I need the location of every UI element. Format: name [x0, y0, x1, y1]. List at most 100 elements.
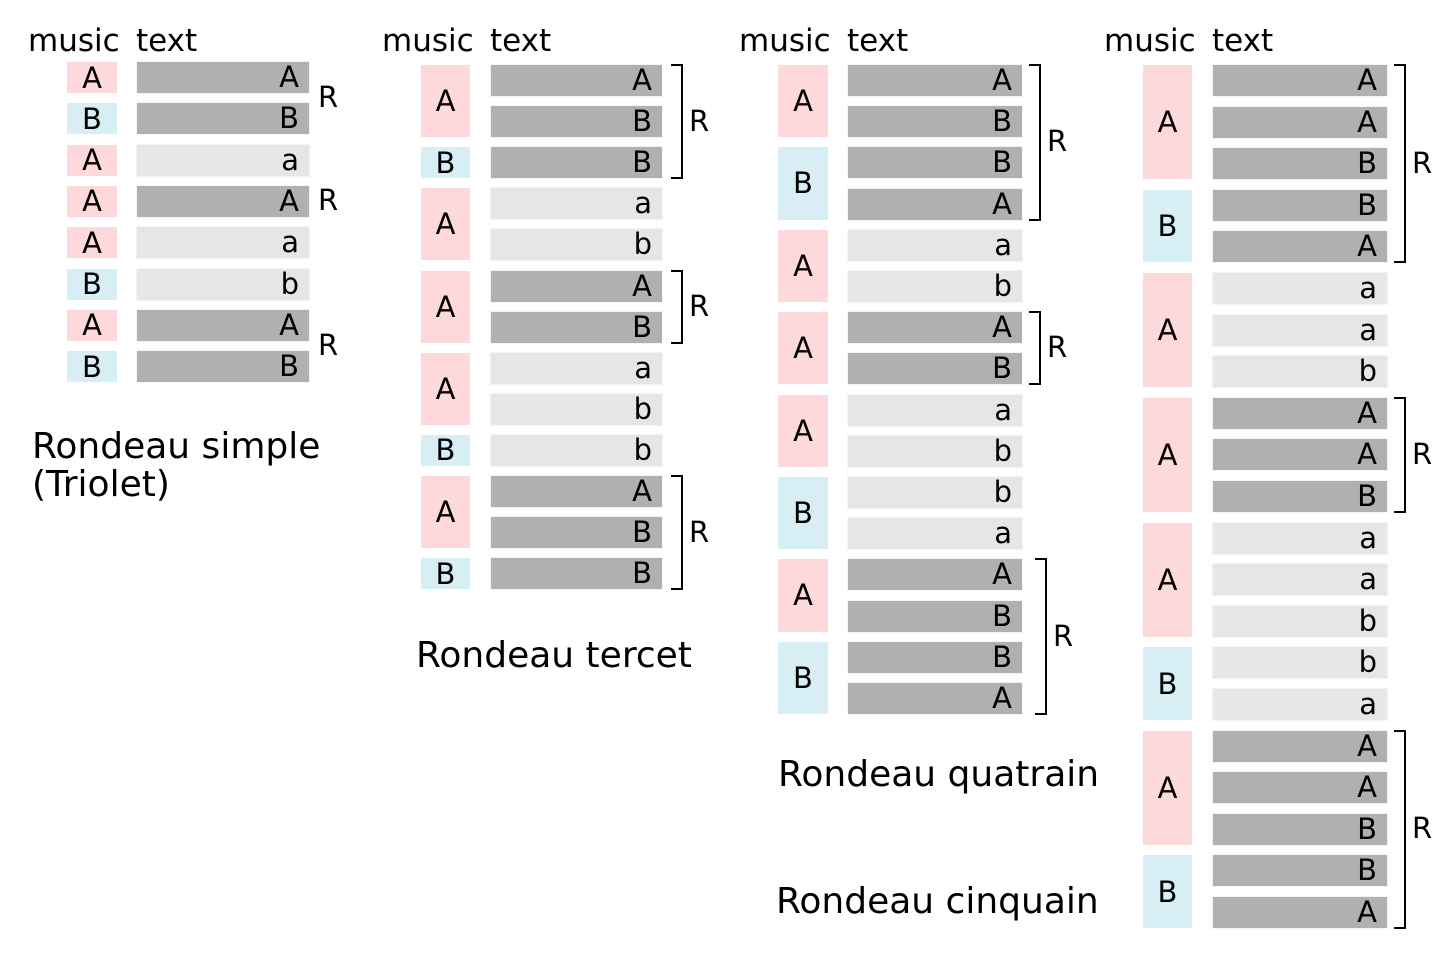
verse-line: a: [1212, 563, 1388, 597]
refrain-line: A: [847, 187, 1023, 221]
music-section-b: B: [1142, 646, 1193, 721]
refrain-line: A: [847, 682, 1023, 715]
refrain-line: A: [847, 64, 1023, 97]
music-header: music: [1104, 23, 1196, 59]
refrain-line: A: [1212, 438, 1388, 472]
refrain-label: R: [1053, 618, 1074, 653]
refrain-line: B: [847, 599, 1023, 633]
music-section-a: A: [66, 308, 118, 342]
rondeau-quatrain-title: Rondeau quatrain: [778, 756, 1099, 794]
refrain-line: B: [847, 352, 1023, 386]
music-section-b: B: [777, 640, 829, 715]
verse-line: b: [490, 392, 663, 426]
music-section-a: A: [420, 187, 471, 262]
verse-line: a: [1212, 313, 1388, 347]
music-section-b: B: [420, 557, 471, 591]
music-header: music: [382, 23, 474, 59]
music-section-a: A: [1142, 729, 1193, 846]
refrain-line: A: [136, 308, 310, 342]
refrain-bracket: [1029, 64, 1041, 221]
music-section-a: A: [1142, 272, 1193, 389]
refrain-label: R: [689, 288, 710, 323]
music-section-a: A: [777, 393, 829, 468]
title-line: (Triolet): [32, 463, 170, 505]
music-section-a: A: [420, 351, 471, 426]
verse-line: a: [136, 226, 310, 260]
music-section-a: A: [1142, 64, 1193, 181]
refrain-line: A: [490, 475, 663, 508]
refrain-line: A: [1212, 771, 1388, 805]
refrain-label: R: [689, 103, 710, 138]
refrain-bracket: [1394, 729, 1406, 929]
refrain-line: B: [1212, 854, 1388, 888]
verse-line: b: [136, 267, 310, 301]
verse-line: b: [1212, 355, 1388, 389]
refrain-line: A: [1212, 896, 1388, 929]
refrain-line: B: [1212, 480, 1388, 513]
refrain-line: A: [1212, 64, 1388, 97]
verse-line: a: [847, 228, 1023, 262]
music-section-a: A: [66, 184, 118, 218]
refrain-label: R: [318, 327, 339, 362]
music-section-b: B: [66, 350, 118, 384]
rondeau-cinquain-title: Rondeau cinquain: [776, 883, 1099, 921]
music-section-a: A: [420, 64, 471, 139]
music-section-a: A: [777, 228, 829, 303]
refrain-bracket: [1035, 558, 1047, 715]
refrain-label: R: [1412, 811, 1433, 846]
text-header: text: [490, 23, 552, 59]
music-header: music: [739, 23, 831, 59]
verse-line: a: [136, 143, 310, 177]
music-section-a: A: [777, 558, 829, 633]
refrain-bracket: [671, 475, 683, 591]
rondeau-tercet-title: Rondeau tercet: [416, 637, 692, 675]
verse-line: b: [847, 476, 1023, 509]
title-line: Rondeau quatrain: [778, 754, 1100, 795]
verse-line: a: [1212, 688, 1388, 721]
refrain-line: B: [490, 516, 663, 550]
refrain-bracket: [1029, 311, 1041, 386]
title-line: Rondeau simple: [32, 426, 321, 467]
refrain-line: B: [136, 350, 310, 384]
verse-line: a: [490, 187, 663, 221]
refrain-line: B: [136, 102, 310, 136]
refrain-label: R: [689, 514, 710, 549]
refrain-label: R: [1047, 330, 1068, 365]
music-header: music: [28, 23, 120, 59]
music-section-b: B: [420, 433, 471, 467]
refrain-line: B: [1212, 812, 1388, 846]
refrain-line: B: [490, 105, 663, 139]
music-section-a: A: [420, 475, 471, 550]
refrain-label: R: [318, 183, 339, 218]
music-section-b: B: [1142, 854, 1193, 929]
verse-line: a: [1212, 272, 1388, 305]
verse-line: a: [490, 351, 663, 385]
music-section-a: A: [66, 143, 118, 177]
verse-line: a: [847, 517, 1023, 551]
verse-line: b: [1212, 646, 1388, 680]
verse-line: a: [1212, 521, 1388, 555]
music-section-a: A: [66, 61, 118, 95]
text-header: text: [847, 23, 909, 59]
refrain-bracket: [1394, 64, 1406, 264]
refrain-line: B: [490, 310, 663, 344]
verse-line: b: [490, 228, 663, 262]
refrain-line: B: [490, 146, 663, 180]
refrain-label: R: [1412, 436, 1433, 471]
music-section-a: A: [777, 64, 829, 139]
refrain-bracket: [671, 269, 683, 344]
rondeau-simple-title: Rondeau simple (Triolet): [32, 428, 320, 504]
refrain-line: A: [1212, 230, 1388, 264]
verse-line: b: [847, 434, 1023, 468]
refrain-line: A: [1212, 105, 1388, 139]
title-line: Rondeau cinquain: [776, 881, 1099, 922]
music-section-a: A: [777, 311, 829, 386]
verse-line: b: [1212, 604, 1388, 638]
refrain-bracket: [671, 64, 683, 180]
title-line: Rondeau tercet: [416, 635, 692, 676]
refrain-line: B: [1212, 188, 1388, 222]
text-header: text: [1212, 23, 1274, 59]
music-section-a: A: [1142, 521, 1193, 638]
verse-line: b: [847, 270, 1023, 303]
refrain-line: B: [490, 557, 663, 591]
